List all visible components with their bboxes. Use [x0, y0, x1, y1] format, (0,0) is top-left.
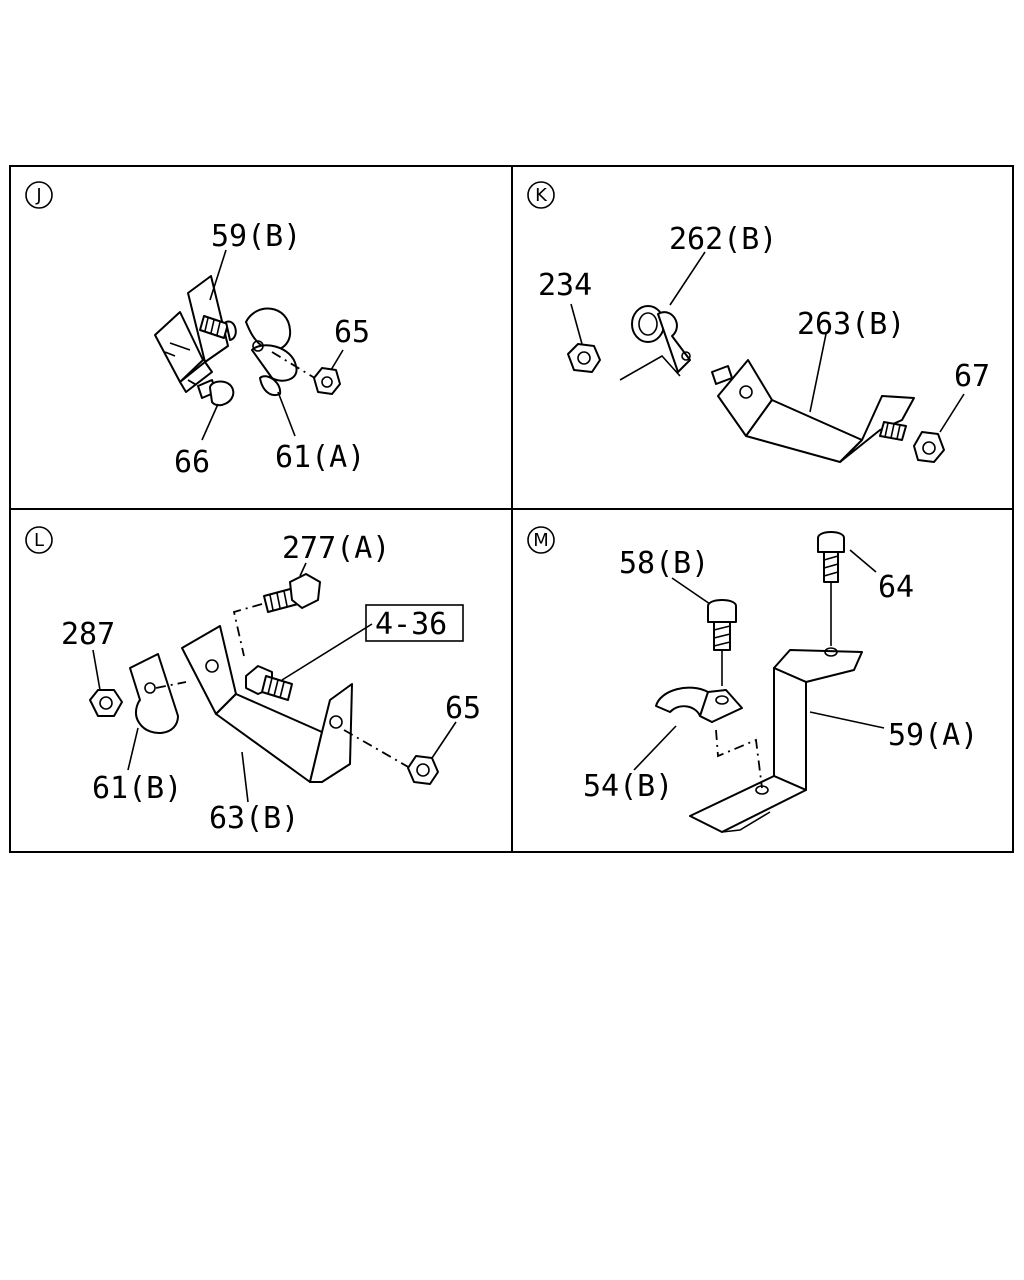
bolt-59b-stud-drawing — [199, 315, 237, 341]
panel-m-letter-badge: M — [527, 526, 555, 554]
clamp-262b-drawing — [631, 305, 691, 373]
panel-m: M — [527, 526, 978, 833]
clip-61b-drawing — [129, 653, 187, 735]
label-67: 67 — [954, 359, 990, 394]
clamp-54b-drawing — [655, 686, 763, 789]
bracket-63b-drawing — [181, 625, 353, 783]
bolt-58b-drawing — [707, 599, 737, 686]
panel-l-letter-badge: L — [25, 526, 53, 554]
nut-65-drawing — [271, 351, 341, 395]
bolt-4-36-drawing — [245, 665, 293, 701]
label-58b: 58(B) — [619, 546, 709, 581]
clip-61a-drawing — [245, 307, 298, 396]
label-4-36: 4-36 — [375, 607, 447, 642]
nut-65-l-drawing — [343, 729, 439, 785]
label-287: 287 — [61, 617, 115, 652]
label-277a: 277(A) — [282, 531, 390, 566]
svg-text:J: J — [35, 185, 41, 206]
panel-j-letter-badge: J — [25, 181, 53, 209]
panel-k-letter-badge: K — [527, 181, 555, 209]
bolt-66-drawing — [187, 379, 235, 407]
label-59b: 59(B) — [211, 219, 301, 254]
label-262b: 262(B) — [669, 222, 777, 257]
label-263b: 263(B) — [797, 307, 905, 342]
label-66: 66 — [174, 445, 210, 480]
svg-text:M: M — [533, 530, 549, 551]
panel-k: K — [527, 181, 990, 463]
panel-j: J — [25, 181, 370, 480]
label-63b: 63(B) — [209, 801, 299, 836]
bracket-263b-drawing — [717, 359, 915, 463]
reference-box-4-36 — [365, 604, 464, 642]
svg-text:L: L — [34, 530, 44, 551]
label-65-j: 65 — [334, 315, 370, 350]
diagram-frame — [9, 165, 1014, 853]
label-65-l: 65 — [445, 691, 481, 726]
label-64: 64 — [878, 570, 914, 605]
nut-234-drawing — [567, 343, 681, 381]
svg-text:K: K — [535, 185, 548, 206]
label-54b: 54(B) — [583, 769, 673, 804]
bolt-64-drawing — [817, 531, 845, 646]
panel-l: L — [25, 526, 481, 836]
label-234: 234 — [538, 268, 592, 303]
bracket-59a-drawing — [689, 647, 863, 833]
label-59a: 59(A) — [888, 718, 978, 753]
nut-287-drawing — [89, 689, 123, 717]
label-61a: 61(A) — [275, 440, 365, 475]
bolt-277a-drawing — [232, 573, 321, 657]
nut-67-drawing — [913, 431, 945, 463]
label-61b: 61(B) — [92, 771, 182, 806]
